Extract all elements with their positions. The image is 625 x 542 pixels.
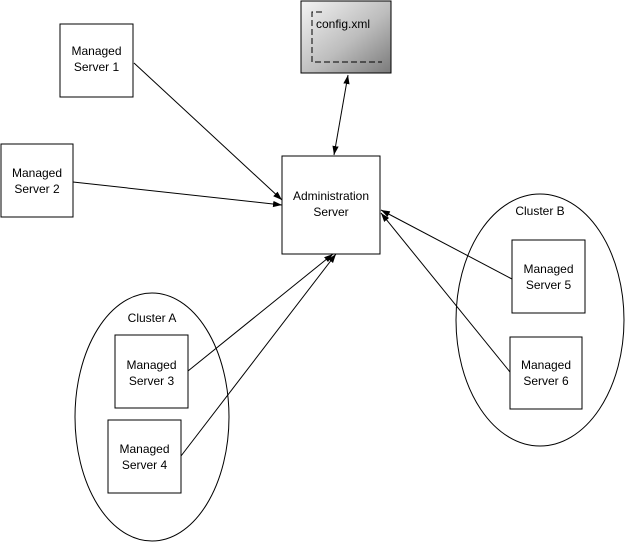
connector-server6-admin — [380, 212, 511, 373]
managed-server-1-line2: Server 1 — [74, 60, 120, 74]
managed-server-4: Managed Server 4 — [107, 419, 182, 494]
managed-server-1-line1: Managed — [71, 44, 121, 58]
config-file: config.xml — [300, 0, 392, 74]
managed-server-4-line1: Managed — [119, 442, 169, 456]
connectors — [72, 62, 513, 457]
connector-server3-admin — [187, 253, 334, 372]
cluster-b: Cluster B — [455, 193, 625, 447]
connector-server1-admin — [133, 62, 283, 201]
managed-server-1: Managed Server 1 — [59, 23, 134, 98]
managed-server-6-line1: Managed — [521, 358, 571, 372]
cluster-b-label: Cluster B — [515, 204, 564, 218]
managed-server-6-line2: Server 6 — [523, 374, 569, 388]
connector-admin-config — [332, 74, 350, 156]
connector-server2-admin — [72, 181, 283, 208]
managed-server-2: Managed Server 2 — [0, 143, 74, 218]
managed-server-2-line2: Server 2 — [14, 182, 60, 196]
admin-server-box: Administration Server — [281, 155, 381, 255]
managed-server-3: Managed Server 3 — [114, 334, 189, 409]
cluster-a: Cluster A — [74, 292, 230, 542]
managed-server-4-line2: Server 4 — [122, 458, 168, 472]
managed-server-5: Managed Server 5 — [511, 239, 586, 314]
managed-server-2-line1: Managed — [12, 166, 62, 180]
managed-server-6: Managed Server 6 — [509, 336, 583, 410]
config-file-label: config.xml — [316, 17, 370, 31]
managed-server-5-line1: Managed — [523, 262, 573, 276]
connector-server5-admin — [380, 209, 513, 280]
admin-server-label-line1: Administration — [293, 189, 369, 203]
cluster-a-label: Cluster A — [128, 311, 177, 325]
admin-server-label-line2: Server — [313, 205, 348, 219]
managed-server-3-line1: Managed — [126, 358, 176, 372]
connector-server4-admin — [180, 253, 337, 457]
managed-server-5-line2: Server 5 — [526, 278, 572, 292]
managed-server-3-line2: Server 3 — [129, 374, 175, 388]
